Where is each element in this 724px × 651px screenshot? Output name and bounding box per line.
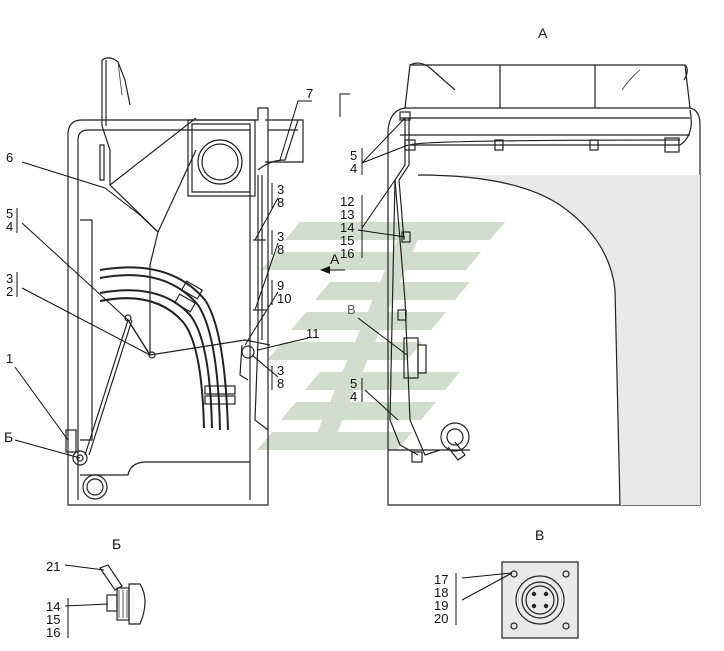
- view-title-a: А: [538, 25, 548, 41]
- callout-20: 20: [434, 611, 448, 626]
- view-title-b: Б: [112, 536, 121, 552]
- callout-17: 17: [434, 572, 448, 587]
- callout-16: 16: [46, 625, 60, 640]
- view-title-v: В: [535, 527, 544, 543]
- callout-9: 9: [277, 278, 284, 293]
- callout-3: 3: [6, 271, 13, 286]
- view-callout-v: В: [347, 302, 356, 317]
- callout-19: 19: [434, 598, 448, 613]
- callout-21: 21: [46, 559, 60, 574]
- callout-8: 8: [277, 195, 284, 210]
- callout-12: 12: [340, 194, 354, 209]
- callout-8: 8: [277, 242, 284, 257]
- callout-5: 5: [350, 376, 357, 391]
- detail-v: [501, 561, 579, 639]
- view-arrow-a: А: [330, 251, 340, 267]
- callout-15: 15: [340, 233, 354, 248]
- callout-8: 8: [277, 376, 284, 391]
- view-a: [387, 62, 701, 506]
- callout-10: 10: [277, 291, 291, 306]
- view-callout-b: Б: [4, 429, 13, 445]
- callout-14: 14: [46, 599, 60, 614]
- callout-11: 11: [306, 326, 320, 341]
- leader-lines: [14, 93, 513, 638]
- callout-4: 4: [350, 389, 357, 404]
- callout-5: 5: [350, 148, 357, 163]
- callout-15: 15: [46, 612, 60, 627]
- callout-3: 3: [277, 182, 284, 197]
- callout-6: 6: [6, 150, 13, 165]
- detail-b: [99, 564, 146, 625]
- callout-labels: 7 6 5 4 3 2 1 Б 3 8 3 8 9 10 11 3 8 А А …: [4, 25, 548, 640]
- callout-13: 13: [340, 207, 354, 222]
- callout-2: 2: [6, 284, 13, 299]
- callout-4: 4: [350, 161, 357, 176]
- callout-7: 7: [306, 86, 313, 101]
- callout-3: 3: [277, 363, 284, 378]
- callout-5: 5: [6, 206, 13, 221]
- callout-14: 14: [340, 220, 354, 235]
- callout-18: 18: [434, 585, 448, 600]
- callout-3: 3: [277, 229, 284, 244]
- callout-16: 16: [340, 246, 354, 261]
- callout-4: 4: [6, 219, 13, 234]
- left-side-view: [65, 57, 304, 506]
- callout-1: 1: [6, 351, 13, 366]
